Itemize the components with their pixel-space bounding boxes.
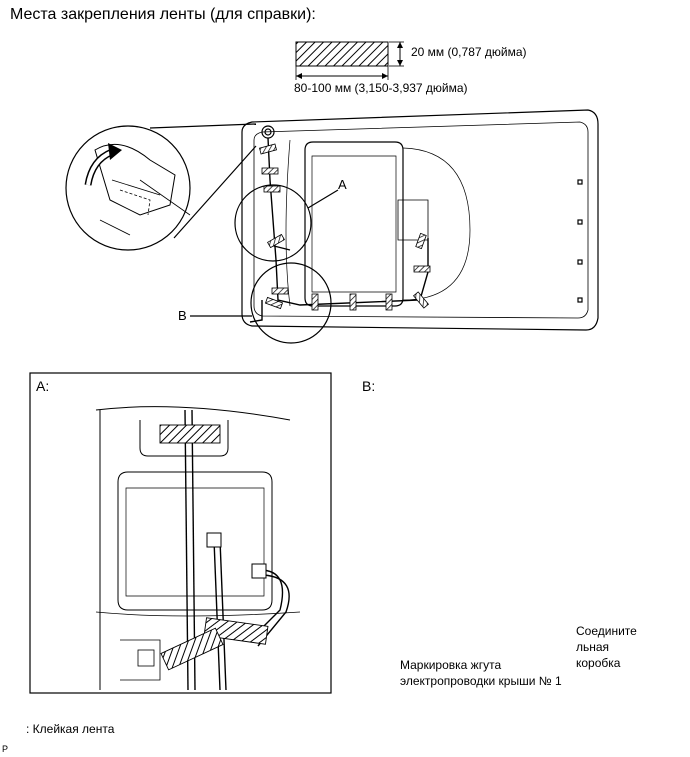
callout-a-label: A — [338, 177, 347, 192]
tape-dimension-legend — [295, 41, 404, 80]
junction-box-label-line3: коробка — [576, 656, 621, 670]
overview-tape-marks — [259, 143, 431, 311]
harness-mark-label-line2: электропроводки крыши № 1 — [400, 674, 562, 688]
zoom-circle-b — [190, 262, 332, 344]
junction-box-label-line1: Соедините — [576, 624, 637, 638]
adhesive-tape-legend: : Клейкая лента — [26, 722, 115, 736]
harness-mark-label-line1: Маркировка жгута — [400, 658, 502, 672]
tape-width-label: 20 мм (0,787 дюйма) — [411, 45, 527, 59]
zoom-circle-a — [234, 184, 339, 262]
callout-b-label: B — [178, 308, 187, 323]
roof-overview — [241, 109, 599, 331]
panel-a — [29, 372, 332, 694]
curved-arrow-icon — [84, 143, 122, 186]
corner-mark: P — [2, 744, 9, 754]
tape-length-label: 80-100 мм (3,150-3,937 дюйма) — [294, 81, 468, 95]
page-title: Места закрепления ленты (для справки): — [10, 6, 316, 23]
panel-a-label: A: — [36, 378, 50, 394]
panel-b-label: B: — [362, 378, 376, 394]
magnified-detail — [65, 123, 257, 251]
junction-box-label-line2: льная — [576, 640, 610, 654]
